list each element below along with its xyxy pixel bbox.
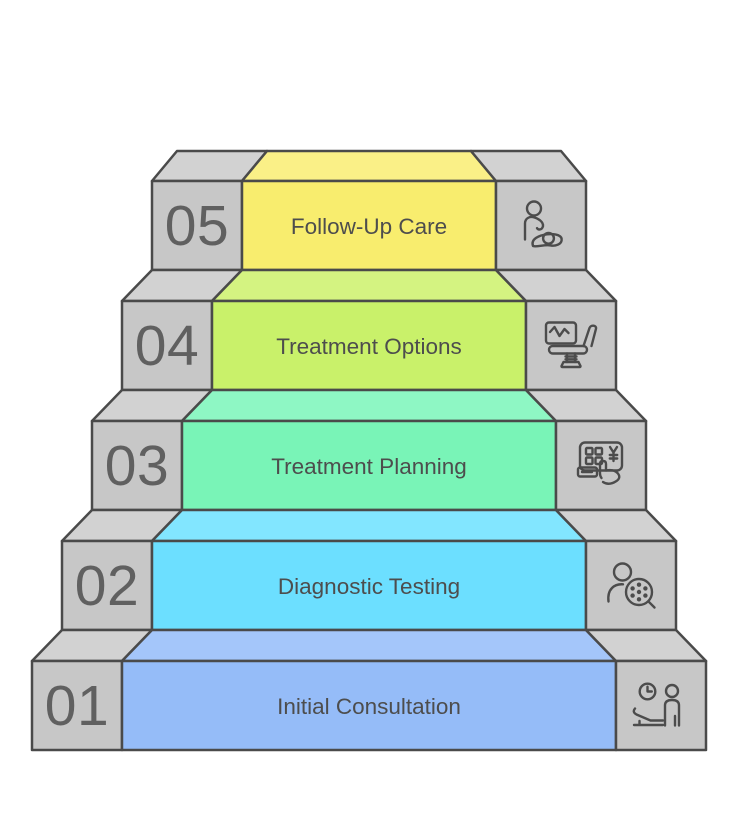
step-label: Diagnostic Testing <box>278 574 460 599</box>
top-face-center <box>120 628 618 663</box>
front-right-cap <box>584 539 678 632</box>
step-number: 05 <box>165 194 229 258</box>
top-face-center <box>210 268 528 303</box>
front-center <box>180 419 558 512</box>
step-label: Initial Consultation <box>277 694 461 719</box>
step-03-front-face <box>90 419 648 512</box>
step-01-top-face <box>30 628 708 663</box>
step-02-top-face <box>60 508 678 543</box>
step-number: 02 <box>75 554 139 618</box>
front-center <box>120 659 618 752</box>
front-right-cap <box>614 659 708 752</box>
step-03-top-face <box>90 388 648 423</box>
exam-chair-monitor-icon <box>544 321 598 369</box>
step-label: Follow-Up Care <box>291 214 447 239</box>
front-center <box>210 299 528 392</box>
top-face-center <box>240 149 498 183</box>
step-02: 02 Diagnostic Testing <box>60 508 678 632</box>
front-left-cap <box>120 299 214 392</box>
step-label: Treatment Options <box>276 334 462 359</box>
step-05: 05 Follow-Up Care <box>150 149 588 272</box>
step-number: 03 <box>105 434 169 498</box>
step-01: 01 Initial Consultation <box>30 628 708 752</box>
front-right-cap <box>524 299 618 392</box>
step-04-top-face <box>120 268 618 303</box>
step-05-top-face <box>150 149 588 183</box>
step-02-front-face <box>60 539 678 632</box>
diagnostic-magnifier-icon <box>607 562 656 609</box>
front-left-cap <box>90 419 184 512</box>
step-number: 04 <box>135 314 199 378</box>
front-right-cap <box>494 179 588 272</box>
staircase-diagram: 05 Follow-Up Care 04 Treatment Opt <box>30 149 708 752</box>
front-left-cap <box>150 179 244 272</box>
step-03: 03 Treatment Planning <box>90 388 648 512</box>
caregiver-patient-icon <box>523 200 563 248</box>
step-04: 04 Treatment Options <box>120 268 618 392</box>
sample-dots <box>630 582 648 602</box>
step-number: 01 <box>45 674 109 738</box>
step-label: Treatment Planning <box>271 454 467 479</box>
top-face-center <box>150 508 588 543</box>
top-face-center <box>180 388 558 423</box>
consultation-waiting-icon <box>632 682 681 727</box>
step-01-front-face <box>30 659 708 752</box>
cost-calculator-icon <box>576 441 624 485</box>
step-04-front-face <box>120 299 618 392</box>
front-left-cap <box>30 659 124 752</box>
